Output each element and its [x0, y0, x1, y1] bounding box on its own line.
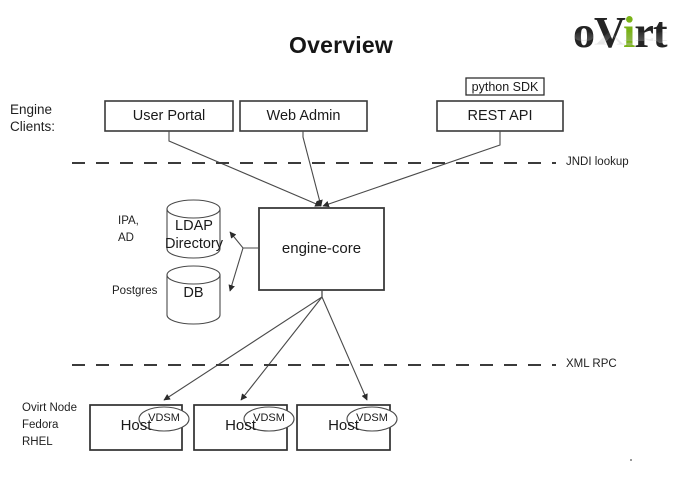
box-label-user-portal: User Portal	[132, 108, 206, 124]
connector-core-to-ldap	[229, 231, 259, 249]
ellipse-label-vdsm-2: VDSM	[253, 412, 285, 424]
box-label-rest-api: REST API	[467, 108, 533, 124]
lane-label-jndi-lookup: JNDI lookup	[566, 156, 629, 168]
label-rhel: RHEL	[22, 436, 53, 448]
label-ovirt-node: Ovirt Node	[22, 402, 77, 414]
stray-mark	[630, 459, 632, 461]
connector-rest-api-to-core	[322, 131, 501, 208]
ellipse-vdsm-3[interactable]	[346, 406, 398, 432]
connector-user-portal-to-core	[168, 131, 322, 207]
connector-web-admin-to-core	[302, 131, 323, 207]
label-engine-clients-line2: Clients:	[10, 119, 56, 134]
ovirt-logo[interactable]: oVirt oVirt	[573, 11, 677, 73]
box-label-engine-core: engine-core	[281, 240, 362, 257]
label-ad-line2: AD	[118, 232, 134, 244]
lane-label-xml-rpc: XML RPC	[566, 358, 617, 370]
ellipse-vdsm-1[interactable]	[138, 406, 190, 432]
box-label-web-admin: Web Admin	[266, 108, 341, 124]
connector-core-to-host-3	[321, 290, 368, 401]
label-postgres: Postgres	[112, 285, 158, 297]
badge-label-python-sdk: python SDK	[471, 80, 539, 94]
ovirt-logo-text-before-dot: oV	[573, 8, 624, 57]
box-label-host-1: Host	[120, 417, 152, 434]
cylinder-label-ldap: LDAP	[175, 218, 213, 234]
ovirt-logo-wordmark: oVirt	[573, 8, 668, 57]
ovirt-logo-green-dot-i: i	[623, 8, 635, 57]
cylinder-ldap-directory[interactable]	[166, 199, 221, 259]
label-ipa-line1: IPA,	[118, 215, 139, 227]
page-title: Overview	[289, 32, 393, 58]
ellipse-vdsm-2[interactable]	[243, 406, 295, 432]
ellipse-label-vdsm-1: VDSM	[148, 412, 180, 424]
cylinder-database[interactable]	[166, 265, 221, 325]
cylinder-label-directory: Directory	[164, 236, 223, 252]
box-user-portal[interactable]	[104, 100, 234, 132]
ellipse-label-vdsm-3: VDSM	[356, 412, 388, 424]
label-fedora: Fedora	[22, 419, 59, 431]
connector-core-to-host-2	[240, 290, 323, 401]
label-engine-clients-line1: Engine	[10, 102, 53, 117]
box-label-host-3: Host	[328, 417, 359, 434]
badge-python-sdk[interactable]	[465, 77, 545, 96]
box-engine-core[interactable]	[258, 207, 385, 291]
ovirt-logo-reflection: oVirt	[573, 27, 667, 49]
connector-core-to-db	[228, 247, 259, 292]
box-web-admin[interactable]	[239, 100, 368, 132]
ovirt-logo-reflection-text: oVirt	[573, 27, 667, 49]
ovirt-logo-text-after-dot: rt	[634, 8, 667, 57]
cylinder-label-db: DB	[183, 285, 204, 301]
box-label-host-2: Host	[225, 417, 256, 434]
